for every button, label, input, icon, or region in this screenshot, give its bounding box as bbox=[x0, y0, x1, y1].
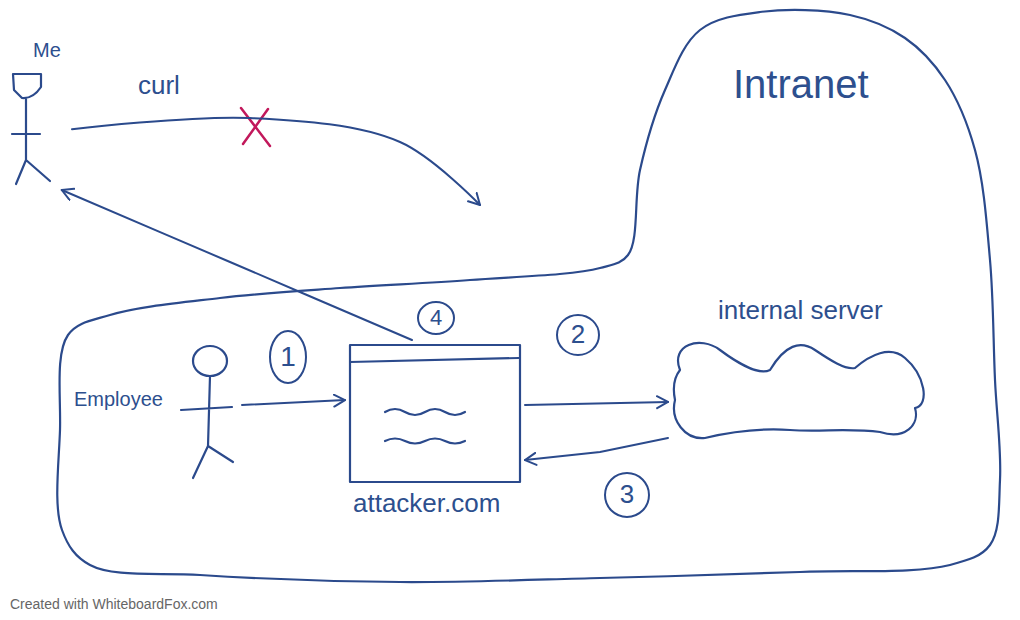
blocked-cross bbox=[241, 108, 270, 146]
stick-figure bbox=[193, 346, 227, 376]
node-label: attacker.com bbox=[353, 488, 500, 519]
browser-window: attacker.com bbox=[345, 340, 525, 530]
node-label: Me bbox=[33, 38, 61, 62]
callout-circle bbox=[557, 315, 599, 355]
callout-circle bbox=[418, 302, 454, 334]
flow-arrow bbox=[525, 438, 668, 460]
callout-number: 2 bbox=[571, 319, 585, 350]
stick-figure bbox=[181, 376, 233, 478]
flow-arrow bbox=[242, 400, 345, 405]
stick-figure bbox=[12, 74, 50, 184]
callout-number: 1 bbox=[280, 340, 296, 374]
region-title: Intranet bbox=[733, 60, 869, 108]
edge-label: curl bbox=[138, 70, 180, 101]
actor-figure: Me bbox=[8, 38, 72, 190]
node-label: Employee bbox=[74, 387, 163, 411]
actor-figure: Employee bbox=[70, 340, 242, 485]
server-cloud: internal server bbox=[668, 295, 973, 445]
callout-number: 3 bbox=[620, 479, 634, 510]
intranet-outline bbox=[57, 10, 1000, 582]
page-content bbox=[385, 409, 465, 444]
watermark: Created with WhiteboardFox.com bbox=[10, 596, 218, 613]
flow-arrow bbox=[525, 402, 668, 405]
window-bar bbox=[350, 358, 519, 362]
flow-arrow bbox=[62, 190, 412, 340]
flow-arrow bbox=[72, 118, 480, 205]
cloud-outline bbox=[674, 343, 924, 438]
callout-number: 4 bbox=[430, 305, 442, 331]
callout-circle bbox=[270, 331, 306, 383]
intranet-region: IntranetEmployee attacker.com internal ser… bbox=[55, 10, 1010, 585]
callout-circle bbox=[605, 473, 649, 517]
window-frame bbox=[350, 345, 520, 482]
actor-figure-shape bbox=[70, 340, 242, 485]
node-label: internal server bbox=[718, 295, 883, 326]
